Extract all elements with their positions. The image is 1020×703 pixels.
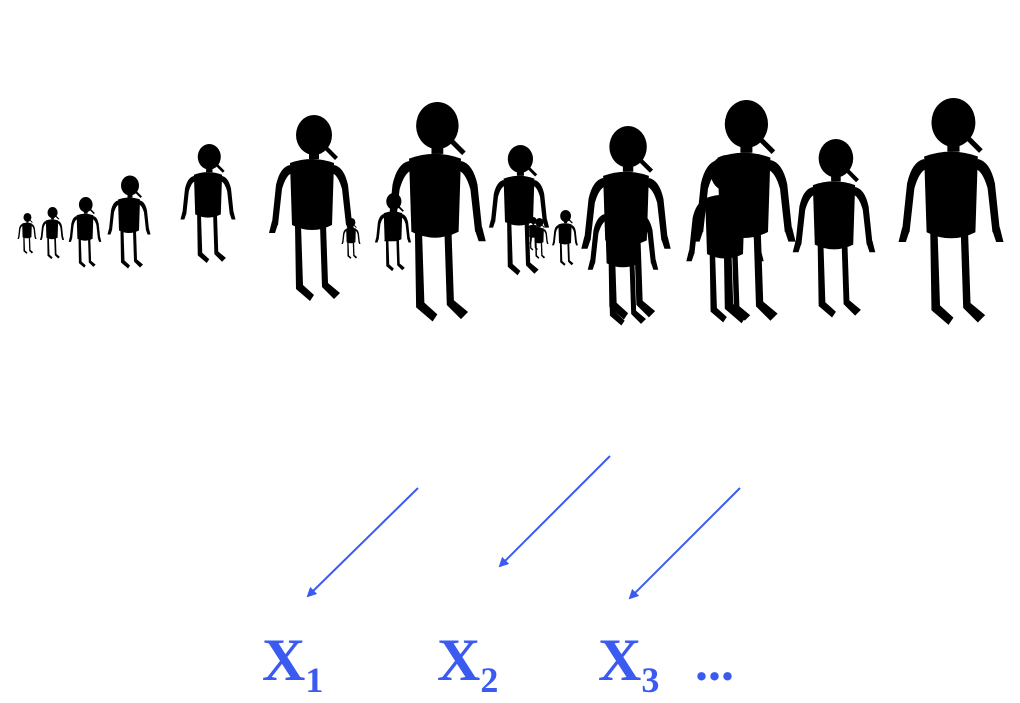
label-x3: X3 — [598, 627, 659, 698]
person-silhouette-icon — [898, 98, 1004, 325]
label-x3-sub: 3 — [641, 660, 660, 700]
person-silhouette-icon — [39, 207, 65, 260]
person-silhouette-icon — [384, 102, 486, 322]
person-silhouette-icon — [581, 126, 671, 320]
person-silhouette-icon — [488, 145, 550, 276]
person-silhouette-icon — [17, 213, 37, 254]
person-silhouette-icon — [180, 144, 236, 264]
arrow-3 — [628, 487, 741, 600]
ellipsis: ... — [695, 635, 734, 692]
arrow-2 — [498, 455, 611, 568]
person-silhouette-icon — [107, 175, 151, 269]
person-silhouette-icon — [269, 115, 355, 301]
label-x3-base: X — [598, 627, 642, 693]
arrow-1 — [306, 487, 419, 598]
person-silhouette-icon — [792, 139, 876, 318]
label-x1-sub: 1 — [305, 660, 324, 700]
person-silhouette-icon — [552, 210, 578, 266]
person-silhouette-icon — [341, 218, 361, 259]
label-x2: X2 — [437, 627, 498, 698]
label-x1: X1 — [262, 627, 323, 698]
label-x2-sub: 2 — [480, 660, 499, 700]
person-silhouette-icon — [68, 197, 102, 268]
label-x2-base: X — [437, 627, 481, 693]
label-x1-base: X — [262, 627, 306, 693]
